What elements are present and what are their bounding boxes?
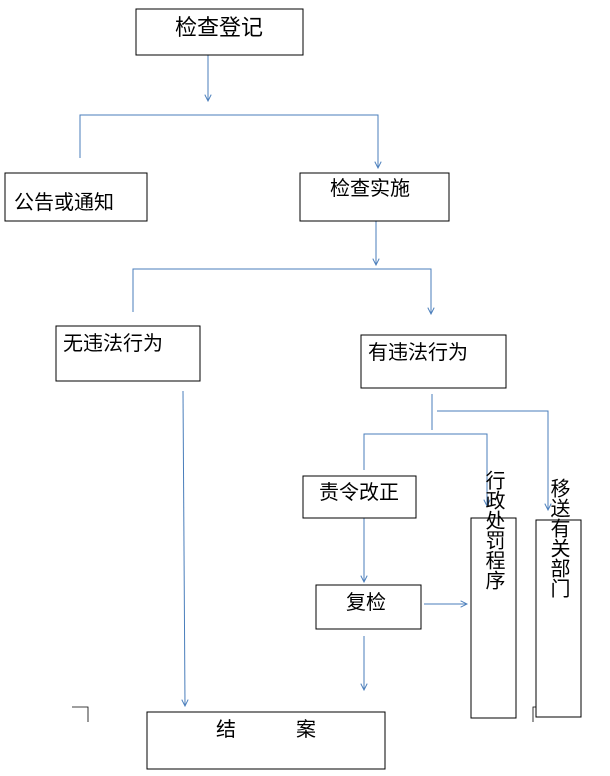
node-violation: 有违法行为	[360, 334, 507, 389]
node-violation-label: 有违法行为	[368, 340, 468, 364]
node-notice-label: 公告或通知	[14, 190, 114, 214]
arrow-split-notice-implementation	[79, 114, 378, 168]
arrow-to-transfer	[437, 410, 548, 510]
corner-mark-left	[72, 706, 89, 722]
node-registration-label: 检查登记	[175, 16, 263, 41]
node-no-violation-label: 无违法行为	[63, 331, 163, 355]
arrow-no-violation-to-close	[183, 390, 185, 706]
node-transfer-label: 移送有关部门	[547, 478, 571, 598]
node-penalty-label: 行政处罚程序	[482, 470, 506, 590]
node-notice: 公告或通知	[4, 172, 148, 222]
arrow-to-rectification-and-penalty	[363, 433, 487, 506]
node-no-violation: 无违法行为	[55, 325, 201, 382]
arrow-split-violation	[132, 268, 431, 314]
node-rectification-label: 责令改正	[319, 480, 399, 504]
node-recheck-label: 复检	[346, 590, 386, 614]
connectors	[79, 55, 548, 706]
node-recheck: 复检	[315, 584, 422, 630]
node-close-case-label: 结 案	[216, 717, 316, 741]
node-registration: 检查登记	[135, 8, 304, 56]
node-penalty: 行政处罚程序	[470, 470, 517, 719]
node-rectification: 责令改正	[302, 475, 417, 519]
node-close-case: 结 案	[146, 711, 386, 770]
node-implementation-label: 检查实施	[330, 176, 410, 200]
node-implementation: 检查实施	[299, 172, 450, 222]
node-transfer: 移送有关部门	[535, 478, 582, 718]
